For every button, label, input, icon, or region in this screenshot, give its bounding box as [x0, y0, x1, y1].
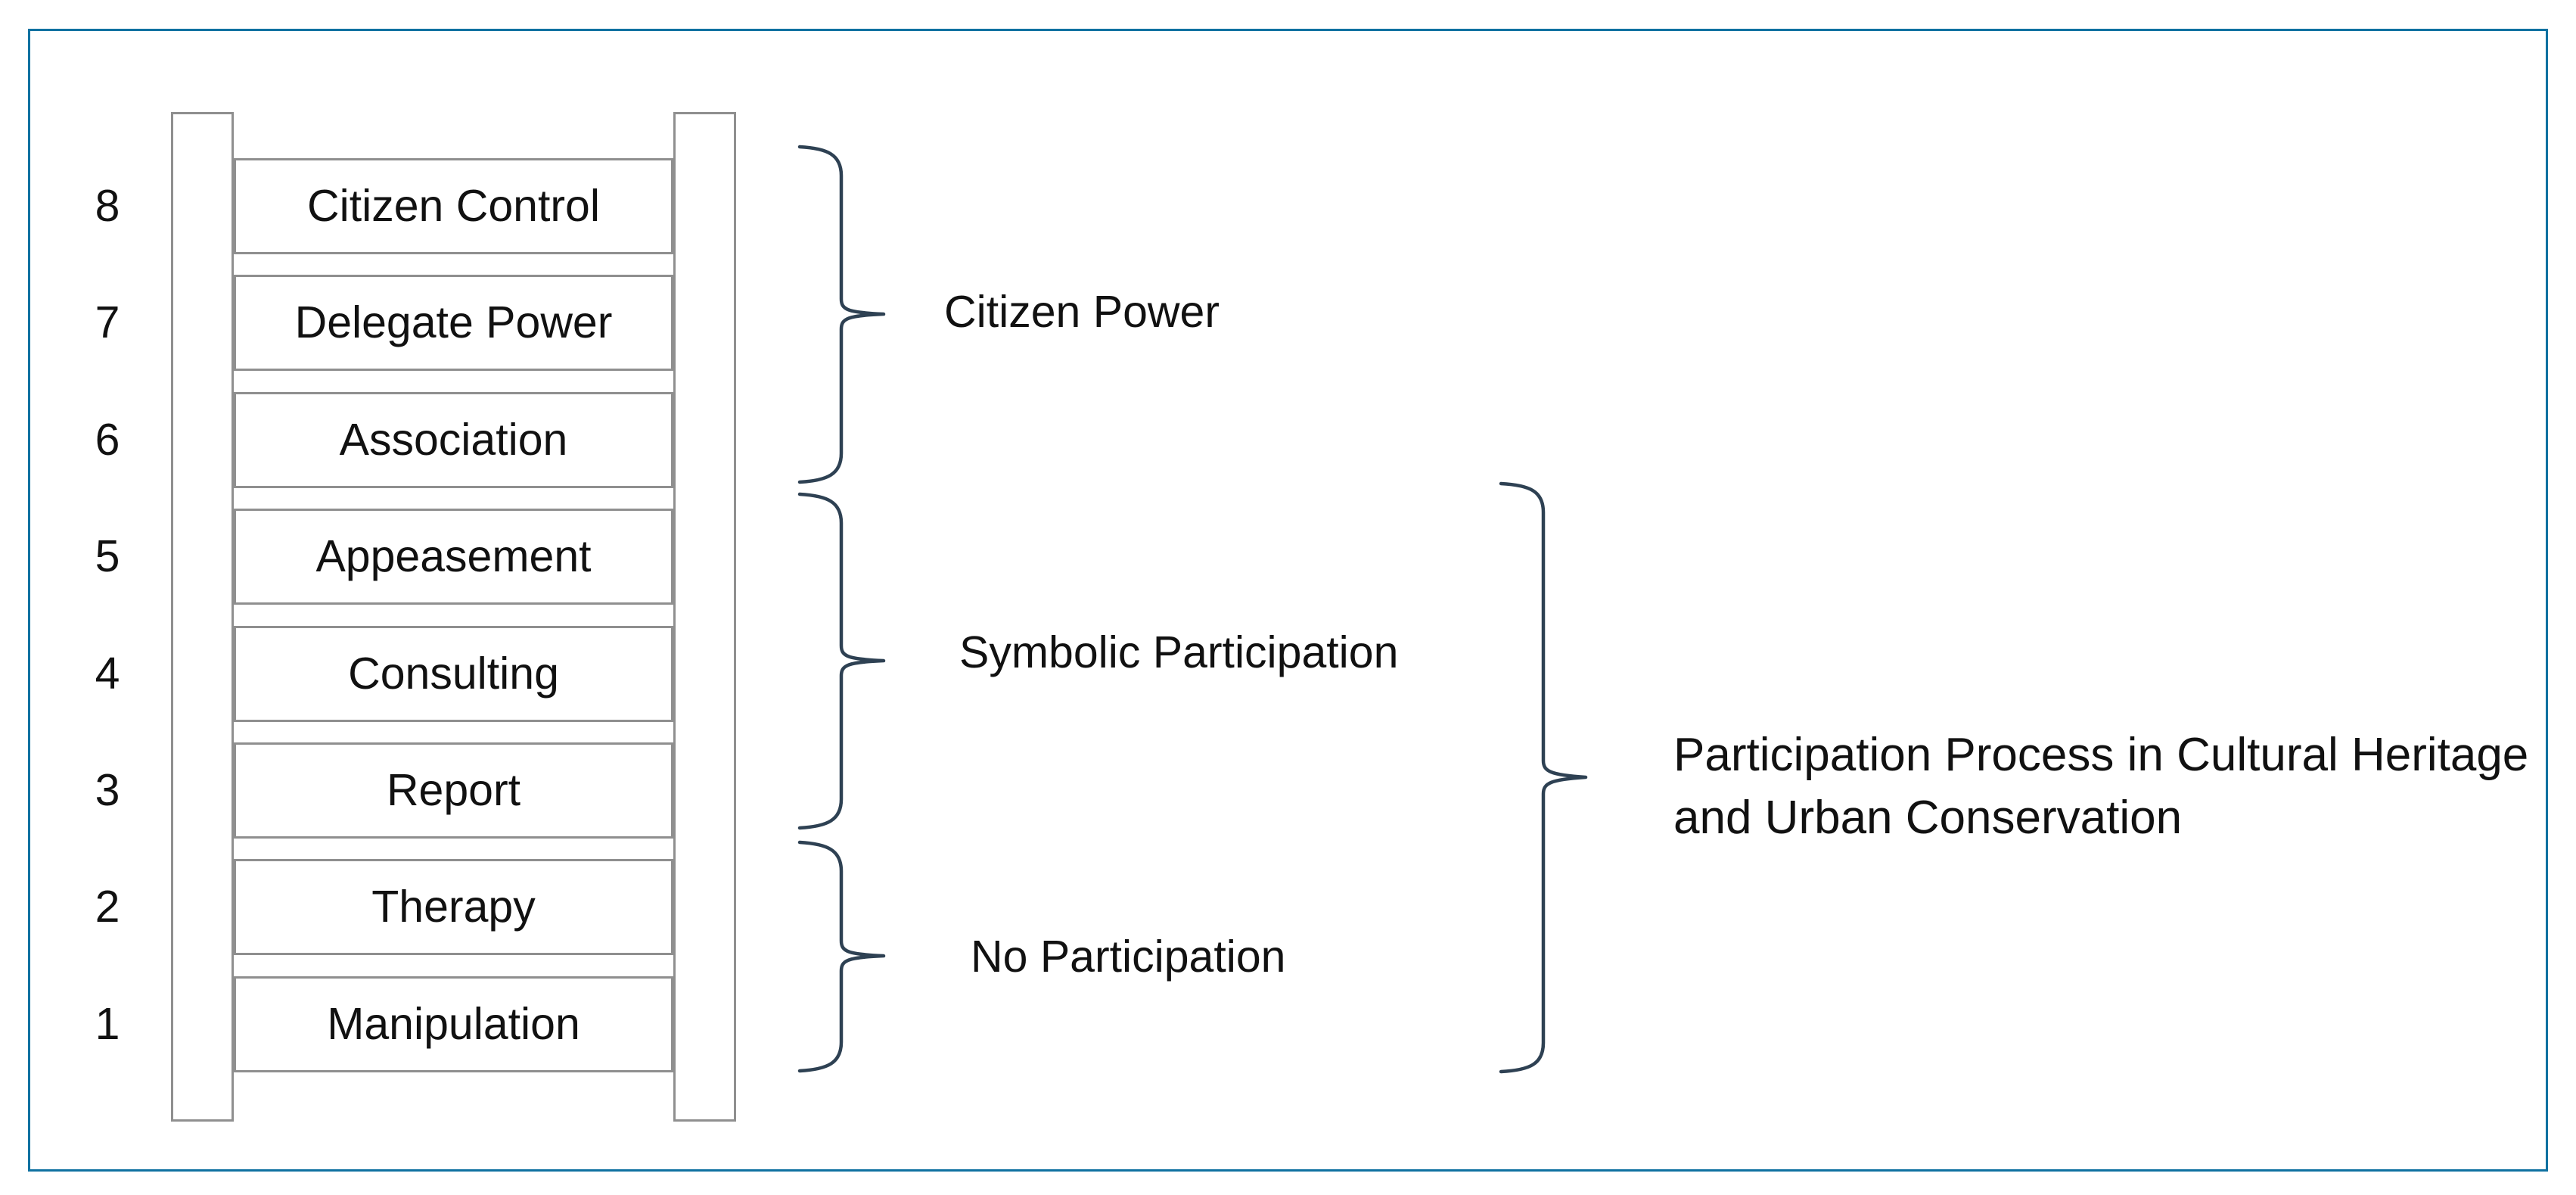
- rung-number-2: 2: [95, 882, 120, 932]
- brace-participation-process: [1499, 481, 1588, 1074]
- rung-number-6: 6: [95, 415, 120, 465]
- rung-box-appeasement: Appeasement: [234, 509, 673, 605]
- rung-box-association: Association: [234, 392, 673, 488]
- rung-box-delegate-power: Delegate Power: [234, 275, 673, 371]
- overall-process-label: Participation Process in Cultural Herita…: [1673, 729, 2529, 844]
- brace-no-participation: [797, 840, 886, 1073]
- rung-box-manipulation: Manipulation: [234, 976, 673, 1072]
- rung-box-citizen-control: Citizen Control: [234, 158, 673, 254]
- rung-number-5: 5: [95, 531, 120, 581]
- rung-number-1: 1: [95, 999, 120, 1049]
- rung-box-consulting: Consulting: [234, 626, 673, 722]
- group-label-no-participation: No Participation: [971, 931, 1286, 982]
- rung-box-therapy: Therapy: [234, 859, 673, 955]
- rung-number-7: 7: [95, 297, 120, 347]
- ladder-right-rail: [673, 112, 736, 1122]
- ladder-left-rail: [171, 112, 234, 1122]
- rung-box-report: Report: [234, 742, 673, 839]
- brace-citizen-power: [797, 145, 886, 484]
- group-label-citizen-power: Citizen Power: [944, 286, 1220, 337]
- rung-number-8: 8: [95, 181, 120, 231]
- rung-number-3: 3: [95, 765, 120, 815]
- rung-number-4: 4: [95, 649, 120, 699]
- group-label-symbolic-participation: Symbolic Participation: [959, 627, 1399, 677]
- brace-symbolic-participation: [797, 492, 886, 830]
